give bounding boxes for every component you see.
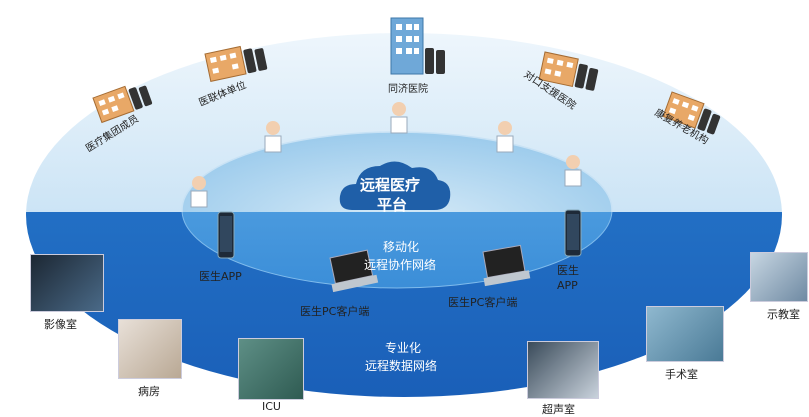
room-label-ultrasound: 超声室 [542,403,575,416]
outer-ring-line1: 专业化 [385,341,422,355]
hospital-building-1-icon [92,85,153,124]
doctor-icon [264,121,282,153]
room-label-imaging: 影像室 [44,318,77,331]
phone-icon [217,211,235,259]
room-label-teaching: 示教室 [767,308,800,321]
room-label-ward: 病房 [138,385,160,398]
center-title-line1: 远程医疗 [360,176,421,194]
hospital-building-5-icon [662,91,721,135]
device-label-1: 医生APP [199,270,242,283]
hospital-label-3: 同济医院 [388,84,428,95]
ultrasound-room-photo [527,341,599,399]
center-title-line2: 平台 [377,196,408,214]
imaging-room-photo [30,254,104,312]
tablet-pc-icon [329,249,379,293]
hospital-building-2-icon [204,45,268,82]
operating-room-photo [646,306,724,362]
icu-photo [238,338,304,400]
tablet-pc-icon [482,244,531,287]
phone-icon [564,209,582,257]
outer-ring-line2: 远程数据网络 [365,359,438,373]
device-label-2: 医生PC客户端 [300,305,370,318]
device-label-4: 医生 APP [557,264,579,292]
room-label-operating: 手术室 [665,368,698,381]
hospital-building-4-icon [538,51,599,91]
device-label-3: 医生PC客户端 [448,296,518,309]
teaching-room-photo [750,252,808,302]
cloud-icon [339,161,451,210]
doctor-icon [390,102,408,134]
ward-photo [118,319,182,379]
room-label-icu: ICU [262,400,281,413]
middle-ring-line1: 移动化 [383,240,420,254]
doctor-icon [564,155,582,187]
middle-ring-line2: 远程协作网络 [364,258,437,272]
doctor-icon [496,121,514,153]
doctor-icon [190,176,208,208]
hospital-building-3-icon [390,17,445,75]
